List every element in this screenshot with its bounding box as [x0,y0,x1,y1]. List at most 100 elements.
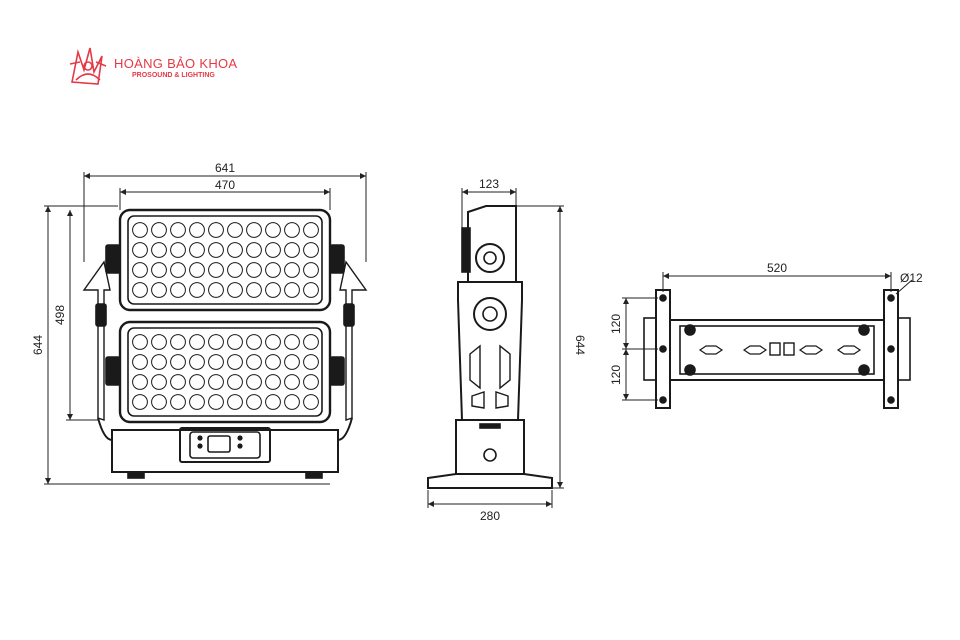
led-lens [132,354,148,370]
led-lens [151,334,167,350]
led-lens [246,222,262,238]
led-lens [132,282,148,298]
led-lens [151,394,167,410]
bracket-dimensions [622,272,913,401]
led-lens [303,222,319,238]
dim-side-height: 644 [573,335,587,355]
brand-name: HOÀNG BẢO KHOA [114,56,238,71]
front-dimensions [44,172,367,485]
led-lens [189,262,205,278]
led-lens [151,374,167,390]
led-lens [170,374,186,390]
led-lens [303,374,319,390]
brand-subtitle: PROSOUND & LIGHTING [132,72,215,79]
led-lens [170,222,186,238]
dim-front-height-overall: 644 [31,335,45,355]
led-lens [170,334,186,350]
led-grid-lower [132,334,319,410]
led-lens [227,262,243,278]
bracket-view [643,289,911,409]
led-lens [284,374,300,390]
dim-bracket-offset-upper: 120 [609,314,623,334]
led-lens [284,354,300,370]
led-lens [227,334,243,350]
led-lens [284,282,300,298]
side-base-plate [427,473,553,489]
led-lens [265,262,281,278]
brand-logo: HOÀNG BẢO KHOA PROSOUND & LIGHTING [64,42,264,90]
lower-led-panel [118,320,332,424]
side-view [427,205,553,489]
led-lens [227,282,243,298]
dim-bracket-hole-spacing: 520 [767,261,787,275]
led-lens [265,242,281,258]
led-lens [246,354,262,370]
led-lens [208,242,224,258]
led-lens [303,334,319,350]
led-lens [227,222,243,238]
led-lens [303,262,319,278]
led-lens [265,394,281,410]
led-lens [284,242,300,258]
side-dimensions [427,188,564,508]
led-lens [189,374,205,390]
led-lens [284,334,300,350]
led-lens [284,394,300,410]
led-lens [265,222,281,238]
led-lens [208,374,224,390]
dim-bracket-hole-diameter: Ø12 [900,271,923,285]
led-lens [189,222,205,238]
led-lens [208,222,224,238]
front-view [82,208,368,479]
led-lens [170,262,186,278]
led-lens [246,282,262,298]
led-lens [132,394,148,410]
led-lens [189,354,205,370]
led-lens [303,242,319,258]
led-lens [227,354,243,370]
led-lens [208,394,224,410]
led-lens [246,374,262,390]
led-lens [265,334,281,350]
led-lens [189,282,205,298]
led-lens [189,394,205,410]
led-lens [132,374,148,390]
led-lens [208,282,224,298]
led-lens [170,354,186,370]
dim-bracket-offset-lower: 120 [609,365,623,385]
dim-side-depth: 123 [479,177,499,191]
dim-side-base-width: 280 [480,509,500,523]
led-lens [132,242,148,258]
side-yoke [457,281,523,421]
led-lens [246,334,262,350]
led-lens [208,334,224,350]
dim-front-width-panel: 470 [215,178,235,192]
led-lens [208,262,224,278]
led-lens [151,222,167,238]
led-lens [284,262,300,278]
led-lens [265,374,281,390]
dim-front-height-panels: 498 [53,305,67,325]
led-lens [227,394,243,410]
led-lens [132,262,148,278]
led-lens [151,282,167,298]
yoke-arm-right [339,260,368,421]
control-display [189,431,261,459]
led-lens [170,282,186,298]
led-lens [284,222,300,238]
led-lens [246,242,262,258]
yoke-arm-left [82,260,111,421]
bracket-body [669,319,885,381]
flame-logo-icon [69,47,107,85]
led-lens [246,394,262,410]
led-grid-upper [132,222,319,298]
base-housing [111,429,339,473]
led-lens [227,374,243,390]
upper-led-panel [118,208,332,312]
led-lens [151,242,167,258]
led-lens [151,354,167,370]
led-lens [303,282,319,298]
led-lens [265,354,281,370]
dim-front-width-overall: 641 [215,161,235,175]
